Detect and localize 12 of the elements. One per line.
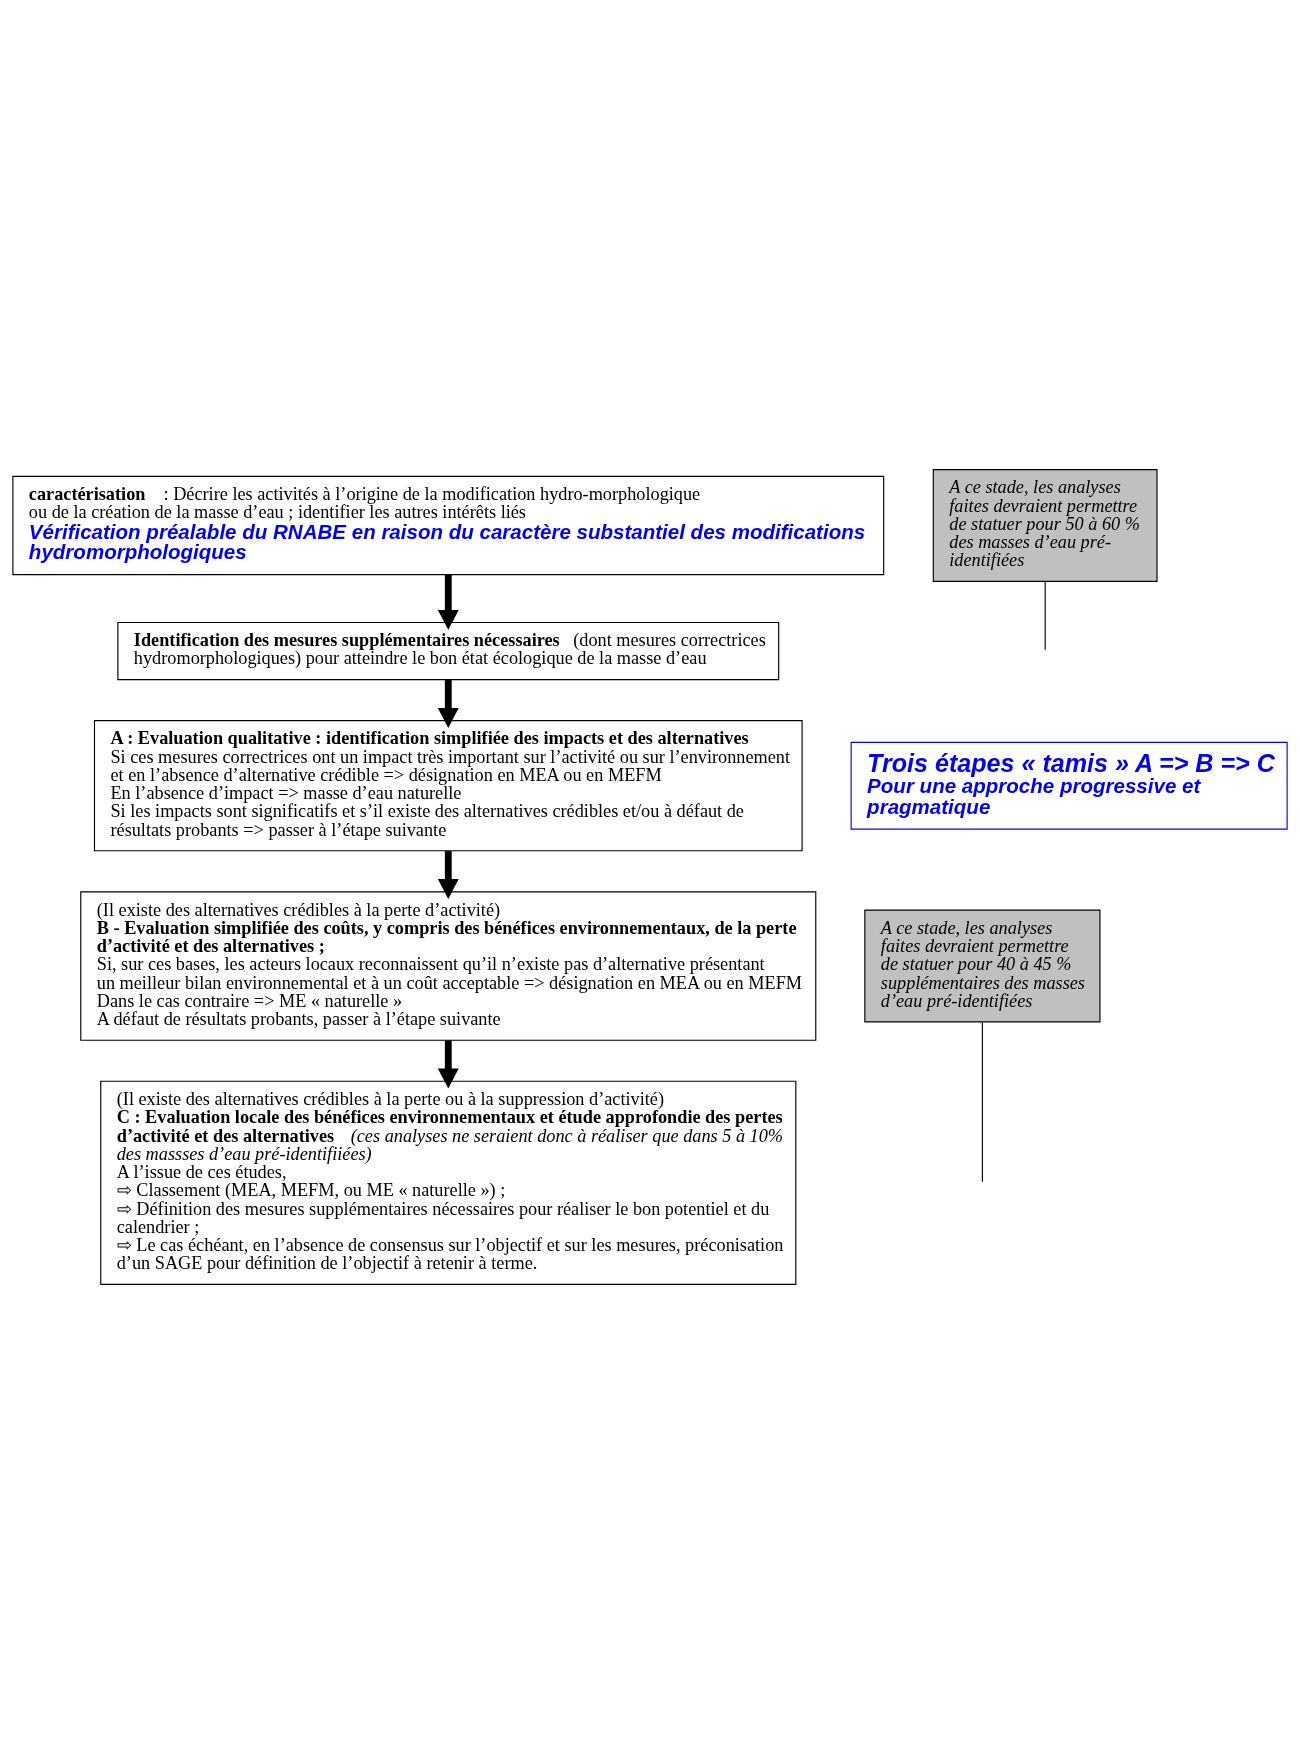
node-box: (Il existe des alternatives crédibles à la perte ou à la suppression d’activité) C : Evaluation locale des bénéfices environnementaux et étude approfondie des pertes d’activité et des alternatives (ces analyses ne seraient donc à réaliser que dans 5 à 10% des massses d’eau pré-identifiiées) A l’issue de ces études, ⇨ Classement (MEA, MEFM, ou ME « naturelle ») ; ⇨ Définition des mesures supplémentaires nécessaires pour réaliser le bon potentiel et du calendrier ; ⇨ Le cas échéant, en l’absence de consensus sur l’objectif et sur les mesures, préconisation d’un SAGE pour définition de l’objectif à retenir à terme. — [100, 1080, 797, 1285]
node-box: caractérisation : Décrire les activités à l’origine de la modification hydro-morphologique ou de la création de la masse d’eau ; identifier les autres intérêts liés Vérification préalable du RNABE en raison du caractère substantiel des modifications hydromorphologiques — [12, 475, 885, 576]
node-box: A ce stade, les analyses faites devraient permettre de statuer pour 40 à 45 % supplémentaires des masses d’eau pré-identifiées — [864, 909, 1101, 1023]
node-box: (Il existe des alternatives crédibles à la perte d’activité) B - Evaluation simplifiée des coûts, y compris des bénéfices environnementaux, de la perte d’activité et des alternatives ; Si, sur ces bases, les acteurs locaux reconnaissent qu’il n’existe pas d’alternative présentant un meilleur bilan environnemental et à un coût acceptable => désignation en MEA ou en MEFM Dans le cas contraire => ME « naturelle » A défaut de résultats probants, passer à l’étape suivante — [80, 891, 817, 1041]
connector — [1044, 581, 1046, 651]
connector — [981, 1021, 983, 1183]
node-box: A : Evaluation qualitative : identification simplifiée des impacts et des alternatives Si ces mesures correctrices ont un impact très important sur l’activité ou sur l’environnement et en l’absence d’alternative crédible => désignation en MEA ou en MEFM En l’absence d’impact => masse d’eau naturelle Si les impacts sont significatifs et s’il existe des alternatives crédibles et/ou à défaut de résultats probants => passer à l’étape suivante — [93, 720, 803, 852]
node-box: Identification des mesures supplémentaires nécessaires (dont mesures correctrices hydromorphologiques) pour atteindre le bon état écologique de la masse d’eau — [117, 621, 780, 681]
node-box: Trois étapes « tamis » A => B => C Pour une approche progressive et pragmatique — [850, 741, 1288, 830]
arrow — [437, 574, 459, 630]
node-box: A ce stade, les analyses faites devraient permettre de statuer pour 50 à 60 % des masses d’eau pré-identifiées — [932, 469, 1158, 582]
arrow — [437, 679, 459, 728]
